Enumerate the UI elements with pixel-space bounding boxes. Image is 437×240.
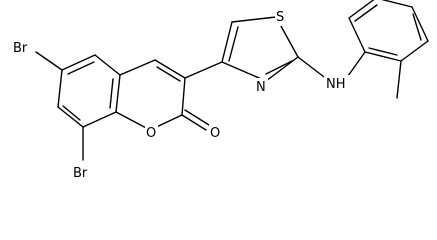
- nitrogen-label: N: [256, 80, 266, 95]
- bond: [184, 61, 223, 79]
- atom-labels: Br Br O O S N NH: [11, 8, 350, 183]
- bromine-label: Br: [13, 41, 28, 56]
- bond: [82, 111, 117, 128]
- bond: [115, 111, 151, 131]
- bond: [184, 109, 210, 126]
- bond: [35, 51, 63, 71]
- bond: [119, 59, 156, 76]
- bond: [297, 56, 329, 81]
- bond: [396, 60, 402, 99]
- bond: [57, 106, 84, 128]
- bond: [109, 78, 114, 109]
- bond: [61, 54, 96, 71]
- bond: [228, 26, 239, 62]
- ring-oxygen-label: O: [146, 126, 156, 141]
- bond: [265, 56, 299, 82]
- bond: [181, 77, 186, 116]
- sulfur-label: S: [276, 10, 284, 25]
- bond: [364, 51, 402, 62]
- bond: [411, 6, 429, 42]
- molecule-structure: Br Br O O S N NH: [11, 0, 429, 183]
- bond: [400, 40, 429, 62]
- bond: [347, 51, 366, 77]
- bond: [265, 60, 293, 75]
- bond: [381, 0, 413, 8]
- bond: [412, 13, 422, 41]
- carbonyl-oxygen-label: O: [210, 126, 220, 141]
- bond: [156, 66, 181, 82]
- amine-label: NH: [326, 77, 346, 92]
- bromine-label: Br: [73, 166, 88, 181]
- bond: [368, 47, 398, 56]
- bond: [57, 69, 63, 108]
- bond: [348, 0, 375, 19]
- bond: [67, 61, 95, 75]
- bond: [348, 17, 366, 53]
- bond: [181, 114, 207, 131]
- bonds: [35, 0, 429, 161]
- bond: [94, 54, 121, 76]
- bond: [221, 61, 267, 82]
- bond: [115, 74, 121, 113]
- bond: [231, 16, 277, 23]
- bond: [154, 59, 186, 79]
- bond: [221, 21, 233, 63]
- bond: [354, 4, 378, 22]
- bond: [62, 105, 81, 121]
